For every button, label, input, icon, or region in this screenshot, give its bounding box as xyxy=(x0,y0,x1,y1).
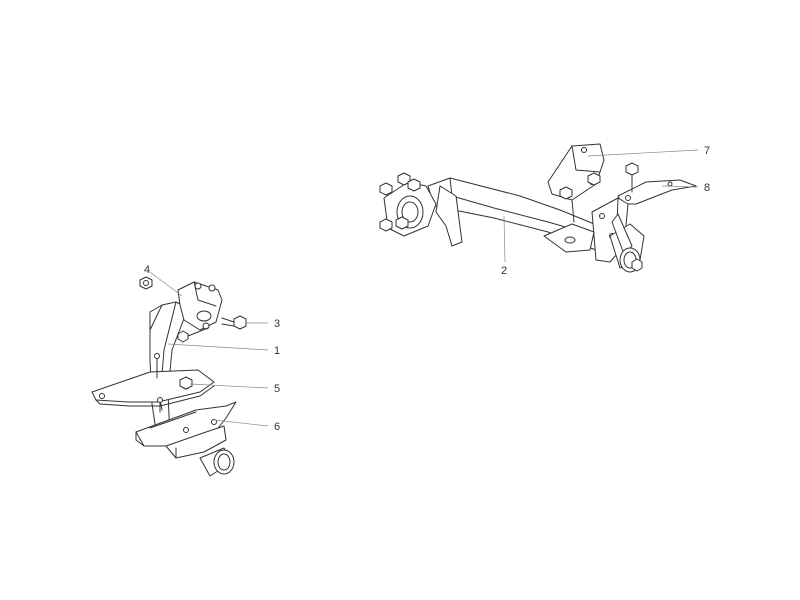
crossbar-end-cup xyxy=(379,172,437,237)
crossbar-lower-gusset xyxy=(543,223,595,253)
part-3-bolt xyxy=(221,315,247,330)
crossbar-side-flange xyxy=(435,185,463,247)
callout-5: 5 xyxy=(274,383,280,395)
part-4-nut xyxy=(139,276,153,290)
callout-3: 3 xyxy=(274,318,280,330)
callout-6: 6 xyxy=(274,421,280,433)
receiver-tube-left xyxy=(199,447,235,477)
leader-line-4 xyxy=(149,271,183,297)
leader-line-1 xyxy=(167,343,269,351)
callout-4: 4 xyxy=(144,264,150,276)
leader-line-7 xyxy=(587,149,699,157)
receiver-tube-right xyxy=(609,213,645,273)
part-7-upper-bracket xyxy=(547,143,605,223)
leader-line-2 xyxy=(503,215,506,263)
tube-fixing-bolt xyxy=(177,327,209,343)
part-6-lower-bracket xyxy=(135,401,237,459)
callout-8: 8 xyxy=(704,182,710,194)
leader-line-6 xyxy=(213,419,269,427)
top-mounting-bracket xyxy=(177,281,223,331)
left-tow-bracket-assembly xyxy=(91,276,247,477)
callout-2: 2 xyxy=(501,265,507,277)
callout-1: 1 xyxy=(274,345,280,357)
part-8-angled-bracket xyxy=(617,162,697,205)
stud-bolts xyxy=(154,353,163,413)
callout-7: 7 xyxy=(704,145,710,157)
right-tow-bar-assembly xyxy=(379,143,697,273)
leader-lines xyxy=(149,149,699,427)
callout-labels: 1 2 3 4 5 6 7 8 xyxy=(144,145,710,433)
part-5-mounting-plate xyxy=(91,369,215,411)
leader-line-8 xyxy=(661,185,699,188)
leader-line-5 xyxy=(189,383,269,389)
